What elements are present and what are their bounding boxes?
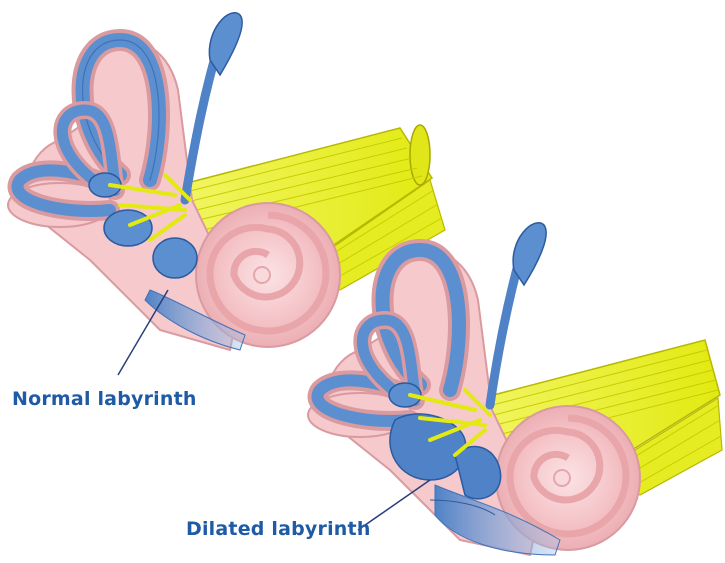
dilated-labyrinth-label: Dilated labyrinth: [186, 518, 371, 540]
normal-labyrinth-label: Normal labyrinth: [12, 388, 197, 410]
dilated-endolymphatic-sac: [490, 223, 546, 405]
